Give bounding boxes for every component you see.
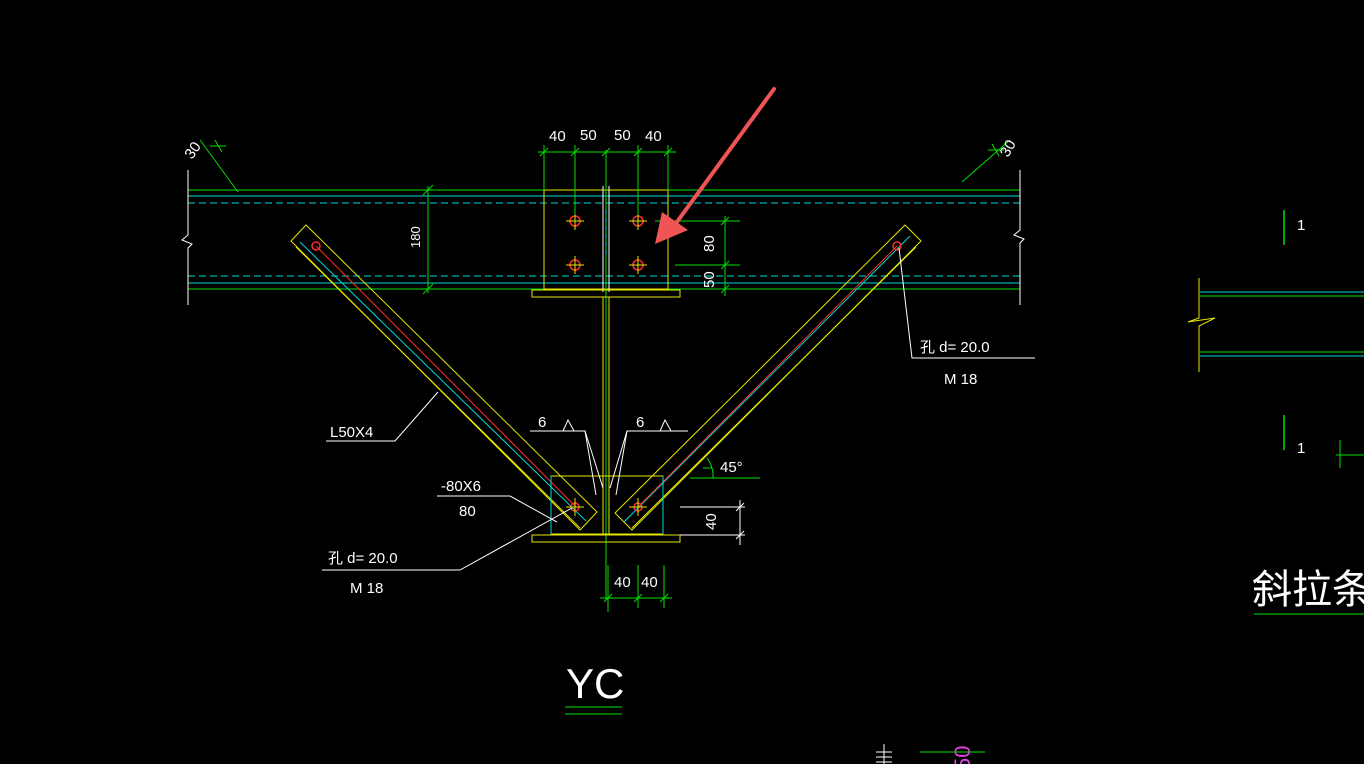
dim-180-text: 180 [408, 226, 423, 248]
detail-title-text: YC [566, 660, 624, 707]
left-diagonal-brace [290, 224, 598, 531]
hole-left-label: 孔 d= 20.0 [328, 550, 398, 567]
weld-right-text: 6 [636, 414, 644, 431]
center-connection-plate [531, 150, 681, 600]
bolt-left-label: M 18 [350, 580, 383, 597]
bottom-dimension-chain: 40 40 [600, 565, 672, 612]
bolt-hole [311, 241, 321, 251]
side-title-text: 斜拉条及 [1252, 567, 1364, 613]
section-view-right: 1 1 斜拉条及 [1187, 210, 1364, 615]
plate-sub: 80 [459, 503, 476, 520]
detail-title: YC [565, 660, 624, 715]
top-plate-bolt-holes [566, 212, 647, 274]
right-diagonal-brace [614, 224, 922, 531]
dim-30-right: 30 [997, 137, 1020, 160]
bottom-gusset-plate [531, 475, 681, 543]
dim-50: 50 [701, 271, 718, 288]
dim-40-side: 40 [703, 513, 720, 530]
plate-label: -80X6 [441, 478, 481, 495]
dim-bottom-left: 40 [614, 574, 631, 591]
dim-top-1: 40 [549, 128, 566, 145]
purlin-beam [181, 170, 1025, 305]
bottom-partial-items: 50 [876, 744, 985, 764]
bottom-partial-text: 50 [950, 746, 975, 764]
anchor-icon [876, 744, 892, 764]
angle-steel-label: L50X4 [330, 424, 373, 441]
dim-bottom-right: 40 [641, 574, 658, 591]
weld-left-text: 6 [538, 414, 546, 431]
leader-angle-steel: L50X4 [326, 391, 439, 442]
bolt-right-label: M 18 [944, 371, 977, 388]
dimension-180: 180 [408, 184, 434, 295]
side-dimension-40: 40 [680, 500, 745, 545]
dim-top-4: 40 [645, 128, 662, 145]
corner-dimension-left: 30 [181, 139, 239, 193]
weld-symbol-left: 6 [530, 414, 604, 496]
leader-hole-right: 孔 d= 20.0 M 18 [898, 247, 1035, 388]
corner-dimension-right: 30 [961, 137, 1020, 183]
bolt-hole [629, 256, 647, 274]
angle-text: 45° [720, 459, 743, 476]
dim-top-2: 50 [580, 127, 597, 144]
leader-hole-left: 孔 d= 20.0 M 18 [322, 507, 573, 597]
section-mark-top: 1 [1297, 217, 1305, 234]
dim-80: 80 [701, 235, 718, 252]
leader-plate: -80X6 80 [437, 478, 558, 523]
right-dimension-80-50: 80 50 [655, 216, 740, 296]
top-dimension-chain: 40 50 50 40 [538, 127, 676, 215]
hole-right-label: 孔 d= 20.0 [920, 339, 990, 356]
bolt-hole [566, 256, 584, 274]
weld-symbol-right: 6 [609, 414, 688, 496]
section-mark-bottom: 1 [1297, 440, 1305, 457]
bolt-hole [892, 241, 902, 251]
annotation-arrow [655, 87, 776, 244]
dim-top-3: 50 [614, 127, 631, 144]
angle-45-annotation: 45° [690, 457, 760, 479]
dim-30-left: 30 [181, 139, 204, 162]
